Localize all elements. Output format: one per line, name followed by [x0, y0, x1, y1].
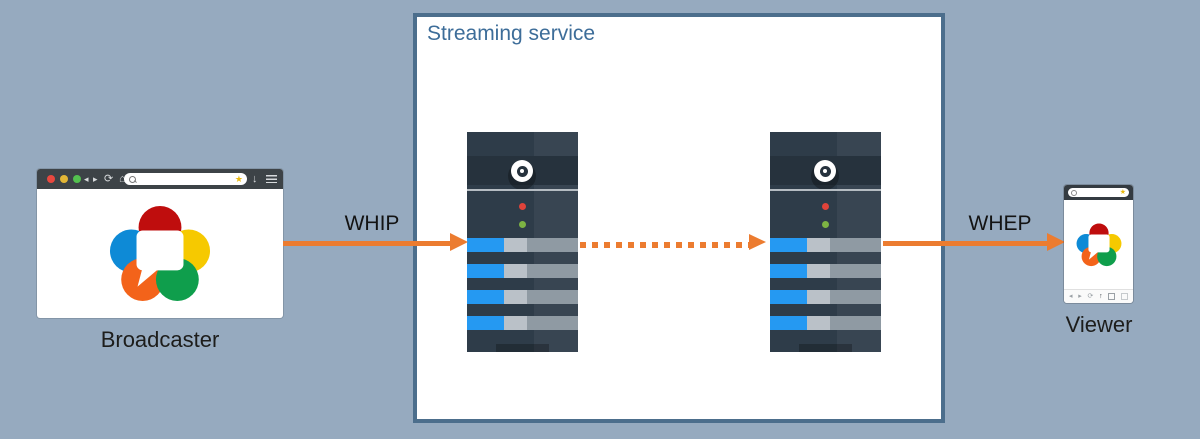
webrtc-logo-icon	[1076, 222, 1121, 266]
forward-icon: ▸	[1078, 293, 1082, 300]
whip-arrow	[283, 241, 451, 246]
tabs-icon	[1108, 293, 1116, 300]
power-button-icon	[511, 160, 533, 182]
server-base	[496, 344, 549, 352]
browser-content	[37, 189, 283, 318]
drive-bay	[467, 238, 578, 252]
power-button-icon	[814, 160, 836, 182]
drive-bay	[770, 264, 881, 278]
server-divider	[770, 189, 881, 191]
whip-arrowhead-icon	[450, 233, 468, 251]
relay-arrowhead-icon	[749, 234, 766, 250]
forward-icon: ▸	[93, 174, 98, 184]
url-bar: ★	[124, 173, 247, 185]
window-icon	[1121, 293, 1128, 300]
whep-label: WHEP	[968, 212, 1032, 235]
green-led-icon	[519, 221, 526, 228]
broadcaster-browser-window: ◂ ▸ ⟳ ⌂ ★ ↓	[37, 169, 283, 318]
media-server-2	[770, 132, 881, 352]
drive-bay	[770, 316, 881, 330]
whep-arrowhead-icon	[1047, 233, 1065, 251]
drive-bay	[770, 290, 881, 304]
phone-nav-bar: ◂ ▸ ⟳ ↑	[1064, 289, 1133, 303]
refresh-icon: ⟳	[104, 173, 114, 185]
green-led-icon	[822, 221, 829, 228]
refresh-icon: ⟳	[1087, 293, 1094, 300]
viewer-label: Viewer	[1065, 312, 1133, 337]
phone-url-bar: ★	[1068, 188, 1129, 197]
browser-title-bar: ◂ ▸ ⟳ ⌂ ★ ↓	[37, 169, 283, 189]
media-server-1	[467, 132, 578, 352]
maximize-dot-icon	[73, 175, 81, 183]
drive-bay	[467, 316, 578, 330]
whep-arrow	[883, 241, 1048, 246]
share-icon: ↑	[1099, 293, 1103, 300]
webrtc-logo-icon	[109, 205, 211, 301]
drive-bay	[467, 264, 578, 278]
drive-bay	[770, 238, 881, 252]
whip-label: WHIP	[344, 212, 400, 235]
red-led-icon	[822, 203, 829, 210]
bookmark-star-icon: ★	[1119, 189, 1126, 196]
phone-content	[1064, 200, 1133, 289]
back-icon: ◂	[1069, 293, 1073, 300]
menu-icon	[266, 175, 277, 183]
viewer-phone: ★ ◂ ▸ ⟳ ↑	[1064, 185, 1133, 303]
server-base	[799, 344, 852, 352]
home-icon: ⌂	[119, 173, 126, 185]
search-icon	[1071, 190, 1077, 196]
drive-bay	[467, 290, 578, 304]
streaming-service-title: Streaming service	[427, 22, 596, 45]
close-dot-icon	[47, 175, 55, 183]
bookmark-star-icon: ★	[234, 174, 243, 184]
search-icon	[129, 176, 136, 183]
minimize-dot-icon	[60, 175, 68, 183]
phone-title-bar: ★	[1064, 185, 1133, 200]
red-led-icon	[519, 203, 526, 210]
server-divider	[467, 189, 578, 191]
back-icon: ◂	[84, 174, 89, 184]
broadcaster-label: Broadcaster	[100, 327, 220, 352]
download-icon: ↓	[252, 173, 258, 185]
relay-dotted-arrow	[580, 242, 750, 248]
